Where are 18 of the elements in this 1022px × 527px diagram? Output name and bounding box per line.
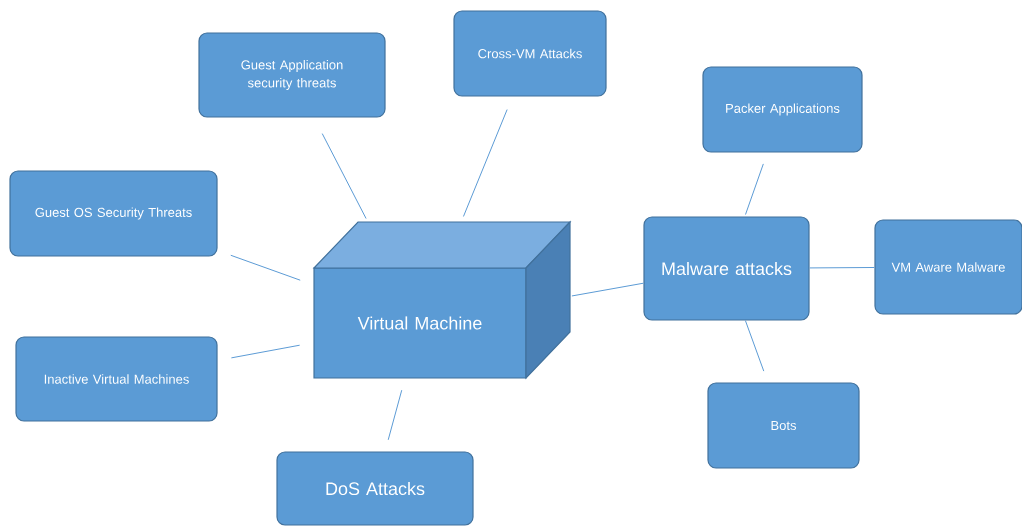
connector-line [571, 282, 644, 297]
connector-line [745, 163, 764, 215]
topic-box: DoS Attacks [276, 451, 474, 526]
connector-line [321, 133, 367, 220]
connector-line [462, 109, 508, 217]
topic-box: Malware attacks [643, 216, 810, 321]
connector-line [230, 344, 301, 359]
connector-line [809, 267, 875, 269]
connector-line [744, 320, 765, 372]
connector-line [387, 389, 403, 441]
topic-box: Guest OS Security Threats [9, 170, 218, 257]
topic-box: Inactive Virtual Machines [15, 336, 218, 422]
topic-box: VM Aware Malware [874, 219, 1022, 315]
topic-box: Guest Application security threats [198, 32, 386, 118]
connector-line [230, 254, 301, 281]
topic-box: Packer Applications [702, 66, 863, 153]
topic-box: Cross-VM Attacks [453, 10, 607, 97]
topic-box: Bots [707, 382, 860, 469]
